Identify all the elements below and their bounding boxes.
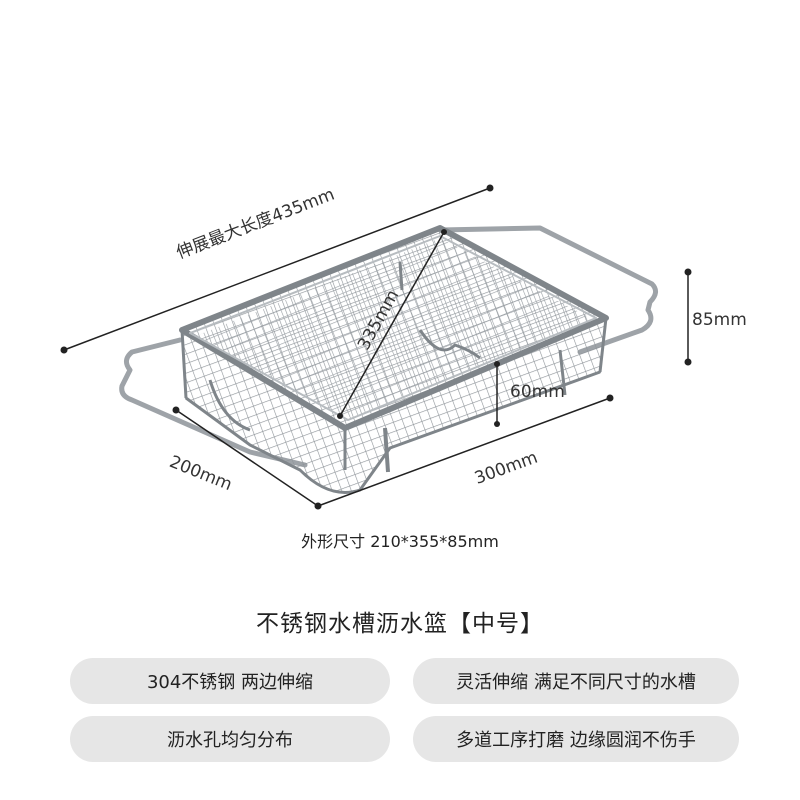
feature-pill-3: 沥水孔均匀分布 [70, 716, 390, 762]
basket-illustration [60, 184, 692, 510]
height-label: 85mm [692, 310, 747, 330]
left-handle [119, 337, 308, 468]
product-diagram: 伸展最大长度435mm 335mm 85mm 60mm 200mm 300mm [60, 184, 747, 510]
length-dimension [317, 394, 614, 507]
max-length-dimension [60, 184, 494, 354]
feature-pill-4: 多道工序打磨 边缘圆润不伤手 [413, 716, 739, 762]
right-handle [437, 225, 658, 355]
inner-depth-label: 60mm [510, 382, 565, 402]
inner-depth-dimension [494, 361, 500, 427]
basket-body [179, 225, 609, 494]
diagonal-dimension [337, 229, 447, 419]
feature-pill-2: 灵活伸缩 满足不同尺寸的水槽 [413, 658, 739, 704]
height-dimension [684, 268, 692, 366]
feature-pill-1: 304不锈钢 两边伸缩 [70, 658, 390, 704]
product-title: 不锈钢水槽沥水篮【中号】 [256, 611, 544, 637]
outer-size-text: 外形尺寸 210*355*85mm [301, 532, 499, 551]
